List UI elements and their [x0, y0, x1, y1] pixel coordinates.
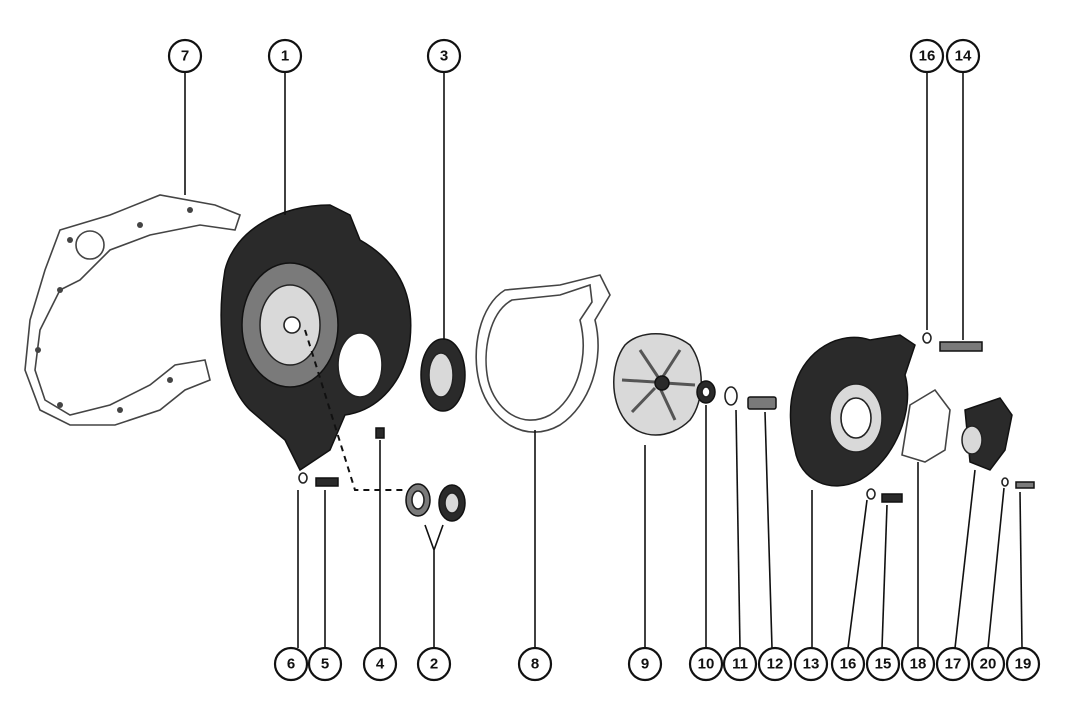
callout-16-top: 16 — [909, 38, 945, 74]
callout-2: 2 — [416, 646, 452, 682]
callout-14: 14 — [945, 38, 981, 74]
svg-text:9: 9 — [641, 656, 649, 673]
part-7-gasket — [24, 194, 241, 426]
part-10-washer — [696, 380, 716, 404]
part-8-gasket — [475, 274, 611, 433]
svg-text:17: 17 — [945, 656, 962, 673]
part-18-gasket — [901, 388, 951, 463]
part-6-washer — [298, 472, 308, 484]
callout-6: 6 — [273, 646, 309, 682]
part-16-washer-bottom — [866, 488, 876, 500]
part-12-bolt — [747, 396, 777, 410]
svg-text:12: 12 — [767, 656, 784, 673]
svg-text:16: 16 — [840, 656, 857, 673]
svg-text:10: 10 — [698, 656, 715, 673]
svg-text:6: 6 — [287, 656, 295, 673]
svg-text:3: 3 — [440, 48, 448, 65]
part-13-pump-body — [789, 334, 916, 487]
callout-9: 9 — [627, 646, 663, 682]
svg-text:16: 16 — [919, 48, 936, 65]
svg-text:7: 7 — [181, 48, 189, 65]
svg-text:2: 2 — [430, 656, 438, 673]
svg-text:15: 15 — [875, 656, 892, 673]
callout-4: 4 — [362, 646, 398, 682]
part-9-impeller — [613, 333, 702, 436]
assembly-line — [304, 329, 405, 491]
part-19-bolt — [1015, 481, 1035, 489]
part-17-fitting — [961, 397, 1013, 471]
callout-17: 17 — [935, 646, 971, 682]
callout-8: 8 — [517, 646, 553, 682]
callout-20: 20 — [970, 646, 1006, 682]
callout-7: 7 — [167, 38, 203, 74]
svg-text:4: 4 — [376, 656, 385, 673]
callout-3: 3 — [426, 38, 462, 74]
part-2-bearings — [405, 483, 466, 522]
svg-text:19: 19 — [1015, 656, 1032, 673]
callout-16-bottom: 16 — [830, 646, 866, 682]
callout-15: 15 — [865, 646, 901, 682]
callout-10: 10 — [688, 646, 724, 682]
part-11-ring — [724, 386, 738, 406]
callout-11: 11 — [722, 646, 758, 682]
leader-lines — [184, 72, 1023, 649]
part-3-seal — [420, 338, 466, 412]
callout-5: 5 — [307, 646, 343, 682]
part-5-bolt — [315, 477, 339, 487]
svg-text:11: 11 — [732, 656, 748, 673]
svg-text:5: 5 — [321, 656, 329, 673]
callout-18: 18 — [900, 646, 936, 682]
svg-text:1: 1 — [281, 48, 289, 65]
callout-12: 12 — [757, 646, 793, 682]
svg-text:14: 14 — [955, 48, 972, 65]
part-15-bolt — [881, 493, 903, 503]
callout-19: 19 — [1005, 646, 1041, 682]
part-4-plug — [375, 427, 385, 439]
svg-text:8: 8 — [531, 656, 539, 673]
callout-13: 13 — [793, 646, 829, 682]
callout-1: 1 — [267, 38, 303, 74]
svg-text:18: 18 — [910, 656, 927, 673]
part-14-bolt — [939, 341, 983, 352]
svg-text:13: 13 — [803, 656, 820, 673]
svg-text:20: 20 — [980, 656, 997, 673]
part-20-washer — [1001, 477, 1009, 487]
part-16-washer-top — [922, 332, 932, 344]
